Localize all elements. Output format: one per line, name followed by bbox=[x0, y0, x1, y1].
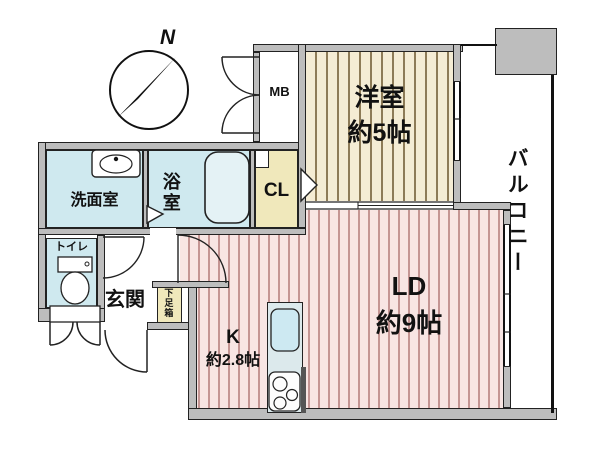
wall-western-west bbox=[298, 44, 306, 228]
balcony-label: バルコニー bbox=[505, 147, 529, 277]
balcony-pillar bbox=[495, 28, 557, 75]
toilet-door bbox=[102, 236, 145, 279]
ld-balcony-window bbox=[503, 225, 511, 366]
kitchen-label: K 約2.8帖 bbox=[183, 327, 283, 370]
wall-western-east-lower bbox=[453, 160, 461, 203]
ld-name: LD bbox=[391, 271, 427, 301]
balcony-outer-line bbox=[551, 75, 554, 413]
north-label: N bbox=[160, 26, 176, 49]
wall-washroom-bath bbox=[143, 150, 148, 228]
porch-double-doors bbox=[49, 321, 101, 346]
washroom-opening bbox=[150, 228, 176, 235]
wall-hall-partition bbox=[152, 281, 229, 288]
ld-size: 約9帖 bbox=[375, 307, 443, 338]
western-room-floor bbox=[306, 52, 453, 202]
entrance-door bbox=[104, 329, 148, 373]
wall-south-main bbox=[188, 408, 557, 420]
compass-circle bbox=[109, 50, 189, 130]
washroom-label: 洗面室 bbox=[70, 192, 119, 209]
western-room-window bbox=[453, 82, 461, 160]
western-room-size: 約5帖 bbox=[347, 118, 412, 147]
western-room-label: 洋室 約5帖 bbox=[306, 84, 453, 148]
western-room-name: 洋室 bbox=[354, 84, 405, 112]
ld-kitchen-floor bbox=[180, 210, 503, 408]
kitchen-size: 約2.8帖 bbox=[205, 351, 261, 369]
wall-toilet-south bbox=[38, 308, 105, 322]
wall-top-western bbox=[253, 44, 463, 52]
counter-end-wall bbox=[301, 367, 306, 413]
sliding-partition bbox=[306, 201, 453, 210]
bathroom-label: 浴室 bbox=[160, 172, 181, 214]
kitchen-name: K bbox=[226, 327, 240, 348]
closet-label: CL bbox=[263, 180, 290, 201]
wall-mb-left bbox=[253, 52, 260, 142]
pipe-space-box bbox=[255, 150, 269, 168]
washroom-floor bbox=[46, 150, 143, 228]
wall-bath-closet bbox=[250, 150, 255, 228]
mb-label: MB bbox=[269, 84, 290, 99]
wall-ld-east-upper bbox=[503, 210, 511, 225]
wall-ld-east-lower bbox=[503, 366, 511, 408]
ld-label: LD 約9帖 bbox=[330, 271, 488, 339]
shoe-box-label: 下足箱 bbox=[163, 288, 174, 318]
wall-top-sanitary bbox=[38, 142, 300, 150]
toilet-label: トイレ bbox=[55, 241, 88, 253]
entrance-label: 玄関 bbox=[105, 289, 145, 311]
balcony-top-line bbox=[461, 44, 497, 46]
wall-corner-east bbox=[453, 202, 511, 210]
wall-western-east-upper bbox=[453, 44, 461, 82]
